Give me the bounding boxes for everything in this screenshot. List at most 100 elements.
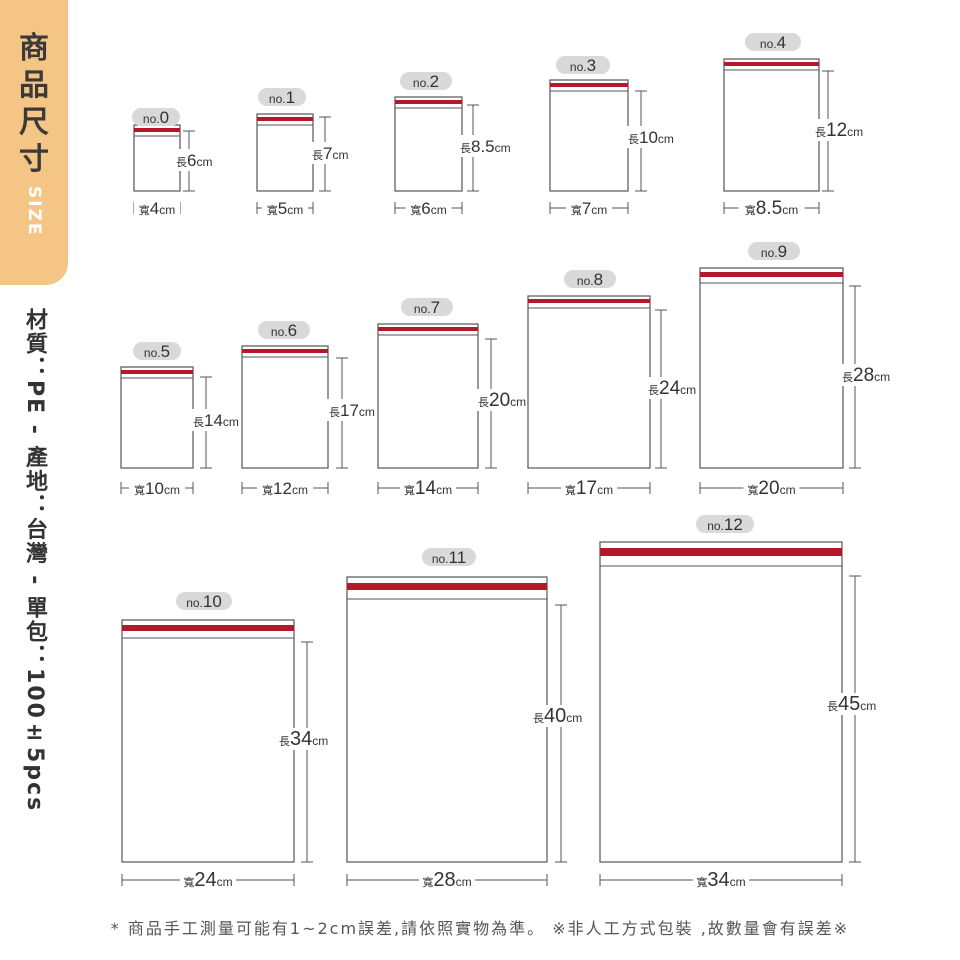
model-label: no.3 [570,56,596,75]
length-label: 長6cm [176,151,212,170]
length-label: 長20cm [478,390,526,411]
width-label: 寬10cm [134,479,180,498]
bag-outline [723,58,820,192]
width-label-bg [262,197,308,217]
width-label: 寬7cm [571,199,607,218]
width-label-bg [129,477,185,497]
width-label-bg [419,869,475,889]
width-label-bg [566,197,612,217]
length-label-bg [174,149,233,171]
length-label-bg [813,119,883,141]
model-pill [133,342,181,360]
zip-seal [528,299,650,303]
length-label-bg [458,135,539,157]
tab-title-char: 商 [19,31,49,66]
length-label: 長10cm [628,128,674,147]
length-label-bg [646,377,716,399]
zip-seal [550,83,628,87]
length-label: 長14cm [193,411,239,430]
zip-seal [242,349,328,353]
bag-outline [394,96,463,192]
model-pill [422,548,476,566]
length-label-bg [840,364,910,386]
bag-outline [121,619,295,863]
width-label-bg [400,477,456,497]
width-label-bg [405,197,452,217]
width-label: 寬4cm [139,199,175,218]
width-label: 寬5cm [267,199,303,218]
bag-outline [120,366,194,469]
width-label-bg [561,477,617,497]
length-label-bg [825,693,895,715]
bag-outline [599,541,843,863]
length-label-bg [626,126,696,148]
width-label-bg [134,197,180,217]
zip-seal [378,327,478,331]
bag-outline [549,79,629,192]
width-label: 寬34cm [696,869,745,891]
model-label: no.10 [186,592,222,611]
model-label: no.4 [760,33,786,52]
bag-outline [241,345,329,469]
zip-seal [121,370,193,374]
tab-title: 商品尺寸 [0,30,68,178]
model-pill [556,56,610,74]
model-label: no.9 [761,242,787,261]
width-label: 寬12cm [262,479,308,498]
length-label: 長8.5cm [460,137,511,156]
material-info: 材質：PE - 產地：台灣 - 單包：100±5pcs [22,308,47,813]
zip-seal [395,100,462,104]
model-label: no.2 [413,72,439,91]
width-label-bg [693,869,749,889]
width-label-bg [743,477,800,497]
tab-title-char: 尺 [19,105,49,140]
bag-outline [699,267,844,469]
model-label: no.1 [269,88,295,107]
model-pill [696,515,754,533]
footnote: * 商品手工測量可能有1~2cm誤差,請依照實物為準。 ※非人工方式包裝 ,故數… [110,919,850,938]
length-label: 長28cm [842,365,890,386]
zip-seal [600,548,842,556]
bag-no-1: no.1 長7cm 寬5cm [256,88,369,218]
width-label: 寬24cm [183,869,232,891]
width-label-bg [257,477,313,497]
zip-seal [134,128,180,132]
tab-title-char: 寸 [19,142,49,177]
bag-outline [377,323,479,469]
width-label-bg [180,869,236,889]
length-label: 長45cm [827,693,876,715]
model-pill [258,321,310,339]
model-pill [258,88,306,106]
bag-no-3: no.3 長10cm 寬7cm [549,56,696,218]
model-pill [564,270,616,288]
length-label: 長17cm [329,401,375,420]
width-label: 寬14cm [404,478,452,499]
model-pill [132,108,180,126]
width-label: 寬6cm [410,199,446,218]
model-label: no.6 [271,321,297,340]
tab-subtitle: SIZE [24,186,44,237]
bag-no-6: no.6 長17cm 寬12cm [241,321,397,498]
length-label-bg [277,728,347,750]
width-label: 寬17cm [565,478,613,499]
length-label: 長7cm [312,144,348,163]
zip-seal [122,625,294,631]
bag-no-2: no.2 長8.5cm 寬6cm [394,72,539,218]
bag-no-12: no.12 長45cm 寬34cm [599,515,895,891]
width-label-bg [738,197,805,217]
zip-seal [700,272,843,277]
length-label: 長12cm [815,120,863,141]
model-label: no.8 [577,270,603,289]
model-label: no.12 [707,515,743,534]
bag-no-9: no.9 長28cm 寬20cm [699,242,910,499]
width-label: 寬20cm [747,478,795,499]
tab-title-char: 品 [19,68,49,103]
model-label: no.11 [432,548,466,567]
bag-outline [133,124,181,192]
